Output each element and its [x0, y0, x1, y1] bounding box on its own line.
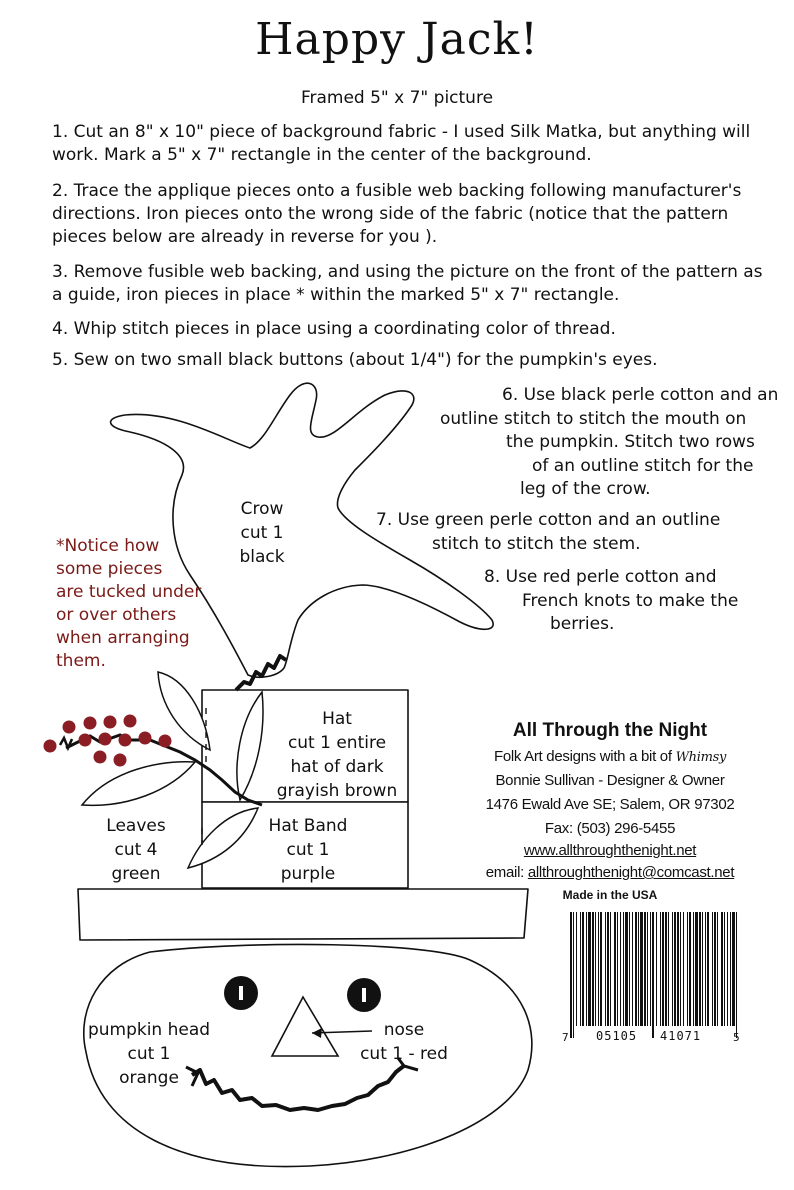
hat-label: Hat cut 1 entire hat of dark grayish bro… — [276, 709, 398, 801]
step-4: 4. Whip stitch pieces in place using a c… — [52, 319, 616, 339]
pumpkin-eyes — [224, 976, 381, 1012]
barcode-bar — [677, 912, 679, 1026]
barcode-digits-1: 05105 — [596, 1029, 638, 1043]
page-title: Happy Jack! — [255, 14, 539, 65]
barcode-bar — [652, 912, 654, 1038]
barcode-bar — [605, 912, 606, 1026]
barcode-bar — [635, 912, 637, 1026]
barcode-bar — [736, 912, 737, 1038]
leaf-pattern-piece-2 — [236, 690, 264, 802]
barcode-bar — [600, 912, 602, 1026]
barcode-bar — [662, 912, 664, 1026]
arranging-note: *Notice how some pieces are tucked under… — [56, 536, 202, 671]
step-2: 2. Trace the applique pieces onto a fusi… — [52, 181, 742, 247]
barcode-bar — [687, 912, 688, 1026]
barcode-bar — [598, 912, 599, 1026]
mouth-stitch — [190, 1063, 407, 1112]
barcode-bar — [714, 912, 716, 1026]
barcode-bar — [640, 912, 643, 1026]
page-subtitle: Framed 5" x 7" picture — [300, 88, 494, 108]
barcode-bar — [614, 912, 616, 1026]
barcode-bar — [629, 912, 630, 1026]
barcode-bar — [573, 912, 574, 1038]
nose-pattern-piece — [270, 995, 340, 1057]
barcode-bar — [674, 912, 676, 1026]
crow-label: Crow cut 1 black — [239, 499, 285, 567]
barcode-bar — [650, 912, 651, 1026]
brand-designer: Bonnie Sullivan - Designer & Owner — [495, 772, 725, 789]
barcode-bar — [592, 912, 594, 1026]
barcode-bar — [693, 912, 694, 1026]
barcode-bar — [586, 912, 587, 1026]
barcode-bar — [707, 912, 709, 1026]
hat-brim-pattern-piece — [77, 888, 529, 941]
brand-tagline: Folk Art designs with a bit of Whimsy — [493, 748, 727, 765]
barcode-bar — [623, 912, 624, 1026]
barcode-bar — [632, 912, 633, 1026]
barcode-digits-2: 41071 — [660, 1029, 702, 1043]
made-in-usa: Made in the USA — [562, 888, 658, 902]
brand-address: 1476 Ewald Ave SE; Salem, OR 97302 — [485, 796, 735, 813]
leaf-pattern-piece-1 — [157, 671, 211, 752]
barcode-bar — [721, 912, 723, 1026]
barcode-bar — [588, 912, 591, 1026]
barcode-bar — [617, 912, 618, 1026]
step-5: 5. Sew on two small black buttons (about… — [52, 350, 658, 370]
pumpkin-head-label: pumpkin head cut 1 orange — [87, 1020, 211, 1088]
barcode-bar — [672, 912, 673, 1026]
barcode-bar — [695, 912, 698, 1026]
barcode-bar — [730, 912, 731, 1026]
barcode-bar — [705, 912, 706, 1026]
barcode-bar — [620, 912, 621, 1026]
step-7: 7. Use green perle cotton and an outline… — [376, 510, 721, 554]
barcode-bar — [683, 912, 684, 1026]
barcode-bar — [576, 912, 577, 1026]
barcode-bar — [665, 912, 667, 1026]
berries — [43, 714, 172, 767]
barcode-bar — [607, 912, 609, 1026]
barcode-digit-left: 7 — [562, 1031, 569, 1044]
step-6: 6. Use black perle cotton and an outline… — [440, 385, 779, 499]
barcode-bar — [644, 912, 646, 1026]
barcode-bar — [689, 912, 691, 1026]
barcode-bar — [570, 912, 572, 1038]
barcode-bar — [580, 912, 581, 1026]
barcode-bar — [702, 912, 703, 1026]
leaf-pattern-piece-4 — [186, 807, 260, 870]
barcode-bar — [724, 912, 725, 1026]
barcode-bar — [595, 912, 596, 1026]
crow-pattern-piece — [109, 382, 494, 678]
barcode-bar — [712, 912, 713, 1026]
brand-name: All Through the Night — [512, 720, 708, 741]
leaves-label: Leaves cut 4 green — [106, 816, 166, 884]
hat-band-label: Hat Band cut 1 purple — [268, 816, 348, 884]
step-8: 8. Use red perle cotton and French knots… — [484, 567, 739, 634]
barcode-bar — [582, 912, 584, 1026]
brand-fax: Fax: (503) 296-5455 — [544, 820, 676, 837]
website-link[interactable]: www.allthroughthenight.net — [523, 842, 697, 859]
crow-leg-stitch — [234, 654, 288, 692]
barcode-bar — [625, 912, 628, 1026]
barcode-bar — [660, 912, 661, 1026]
nose-label: nose cut 1 - red — [360, 1020, 448, 1064]
barcode-digit-right: 5 — [733, 1031, 740, 1044]
brand-email: email: allthroughthenight@comcast.net — [485, 864, 735, 881]
barcode-bar — [610, 912, 611, 1026]
leaf-pattern-piece-3 — [80, 761, 197, 807]
step-1: 1. Cut an 8" x 10" piece of background f… — [52, 122, 751, 165]
barcode-bar — [638, 912, 639, 1026]
barcode-bar — [647, 912, 648, 1026]
barcode-bar — [680, 912, 681, 1026]
barcode-bar — [727, 912, 728, 1026]
email-link[interactable]: allthroughthenight@comcast.net — [527, 864, 735, 881]
barcode-bar — [732, 912, 735, 1026]
barcode — [570, 912, 737, 1038]
barcode-bar — [668, 912, 669, 1026]
arrow-icon — [311, 1028, 373, 1038]
step-3: 3. Remove fusible web backing, and using… — [52, 262, 763, 305]
barcode-bar — [717, 912, 718, 1026]
barcode-bar — [699, 912, 701, 1026]
barcode-bar — [656, 912, 657, 1026]
